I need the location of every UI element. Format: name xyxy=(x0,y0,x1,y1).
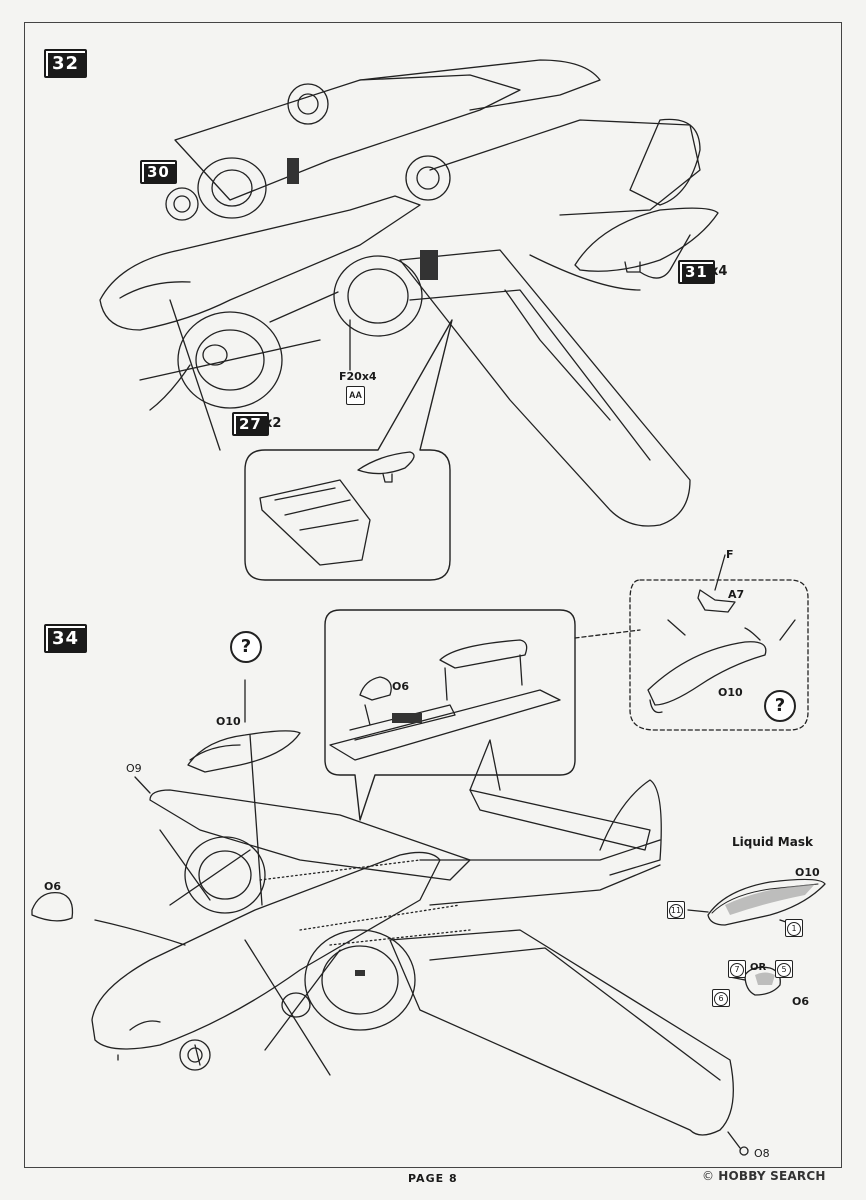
part-label-o9: O9 xyxy=(126,762,142,775)
color-ref-11-circle: 11 xyxy=(669,904,683,918)
watermark-logo-icon: © xyxy=(702,1169,715,1183)
part-label-f: F xyxy=(726,548,734,561)
step34-dashed-detail xyxy=(647,554,796,714)
part-label-f20: F20x4 xyxy=(339,370,377,383)
part-label-o10: O10 xyxy=(216,715,241,728)
question-mark-icon-detail: ? xyxy=(764,690,796,722)
sub-step-31-multiplier: x4 xyxy=(710,264,728,279)
color-ref-7: 7 xyxy=(728,960,746,978)
engine-vent-marks xyxy=(420,250,438,280)
color-ref-11: 11 xyxy=(667,901,685,919)
sub-step-27-tag: 27 xyxy=(232,412,269,436)
watermark-text: HOBBY SEARCH xyxy=(718,1169,826,1183)
part-label-o10-mask: O10 xyxy=(795,866,820,879)
step34-cockpit-inset xyxy=(329,639,561,761)
color-ref-7-circle: 7 xyxy=(730,963,744,977)
or-label: OR xyxy=(750,962,767,973)
color-ref-6: 6 xyxy=(712,989,730,1007)
aa-reference-box: AA xyxy=(346,386,365,405)
step-number-34: 34 xyxy=(44,624,88,653)
sub-step-30-tag: 30 xyxy=(140,160,177,184)
color-ref-5-circle: 5 xyxy=(777,963,791,977)
sub-step-31-tag: 31 xyxy=(678,260,715,284)
part-label-o6: O6 xyxy=(392,680,410,693)
color-ref-1: 1 xyxy=(785,919,803,937)
part-label-a7: A7 xyxy=(728,588,745,601)
question-mark-icon: ? xyxy=(230,631,262,663)
watermark: © HOBBY SEARCH xyxy=(702,1169,826,1183)
part-label-o6-loose: O6 xyxy=(44,880,62,893)
step-number-32: 32 xyxy=(44,49,88,78)
color-ref-1-circle: 1 xyxy=(787,922,801,936)
step32-inset-detail xyxy=(259,451,415,566)
step34-aircraft xyxy=(31,739,749,1156)
step34-mask-detail xyxy=(687,878,826,996)
liquid-mask-label: Liquid Mask xyxy=(732,835,813,849)
part-label-o10-detail: O10 xyxy=(718,686,743,699)
step32-aircraft xyxy=(99,59,719,527)
page-number: PAGE 8 xyxy=(408,1172,458,1185)
part-label-o8: O8 xyxy=(754,1147,770,1160)
page-frame xyxy=(24,22,842,1168)
part-label-o6-mask: O6 xyxy=(792,995,810,1008)
sub-step-27-multiplier: x2 xyxy=(264,416,282,431)
color-ref-6-circle: 6 xyxy=(714,992,728,1006)
color-ref-5: 5 xyxy=(775,960,793,978)
